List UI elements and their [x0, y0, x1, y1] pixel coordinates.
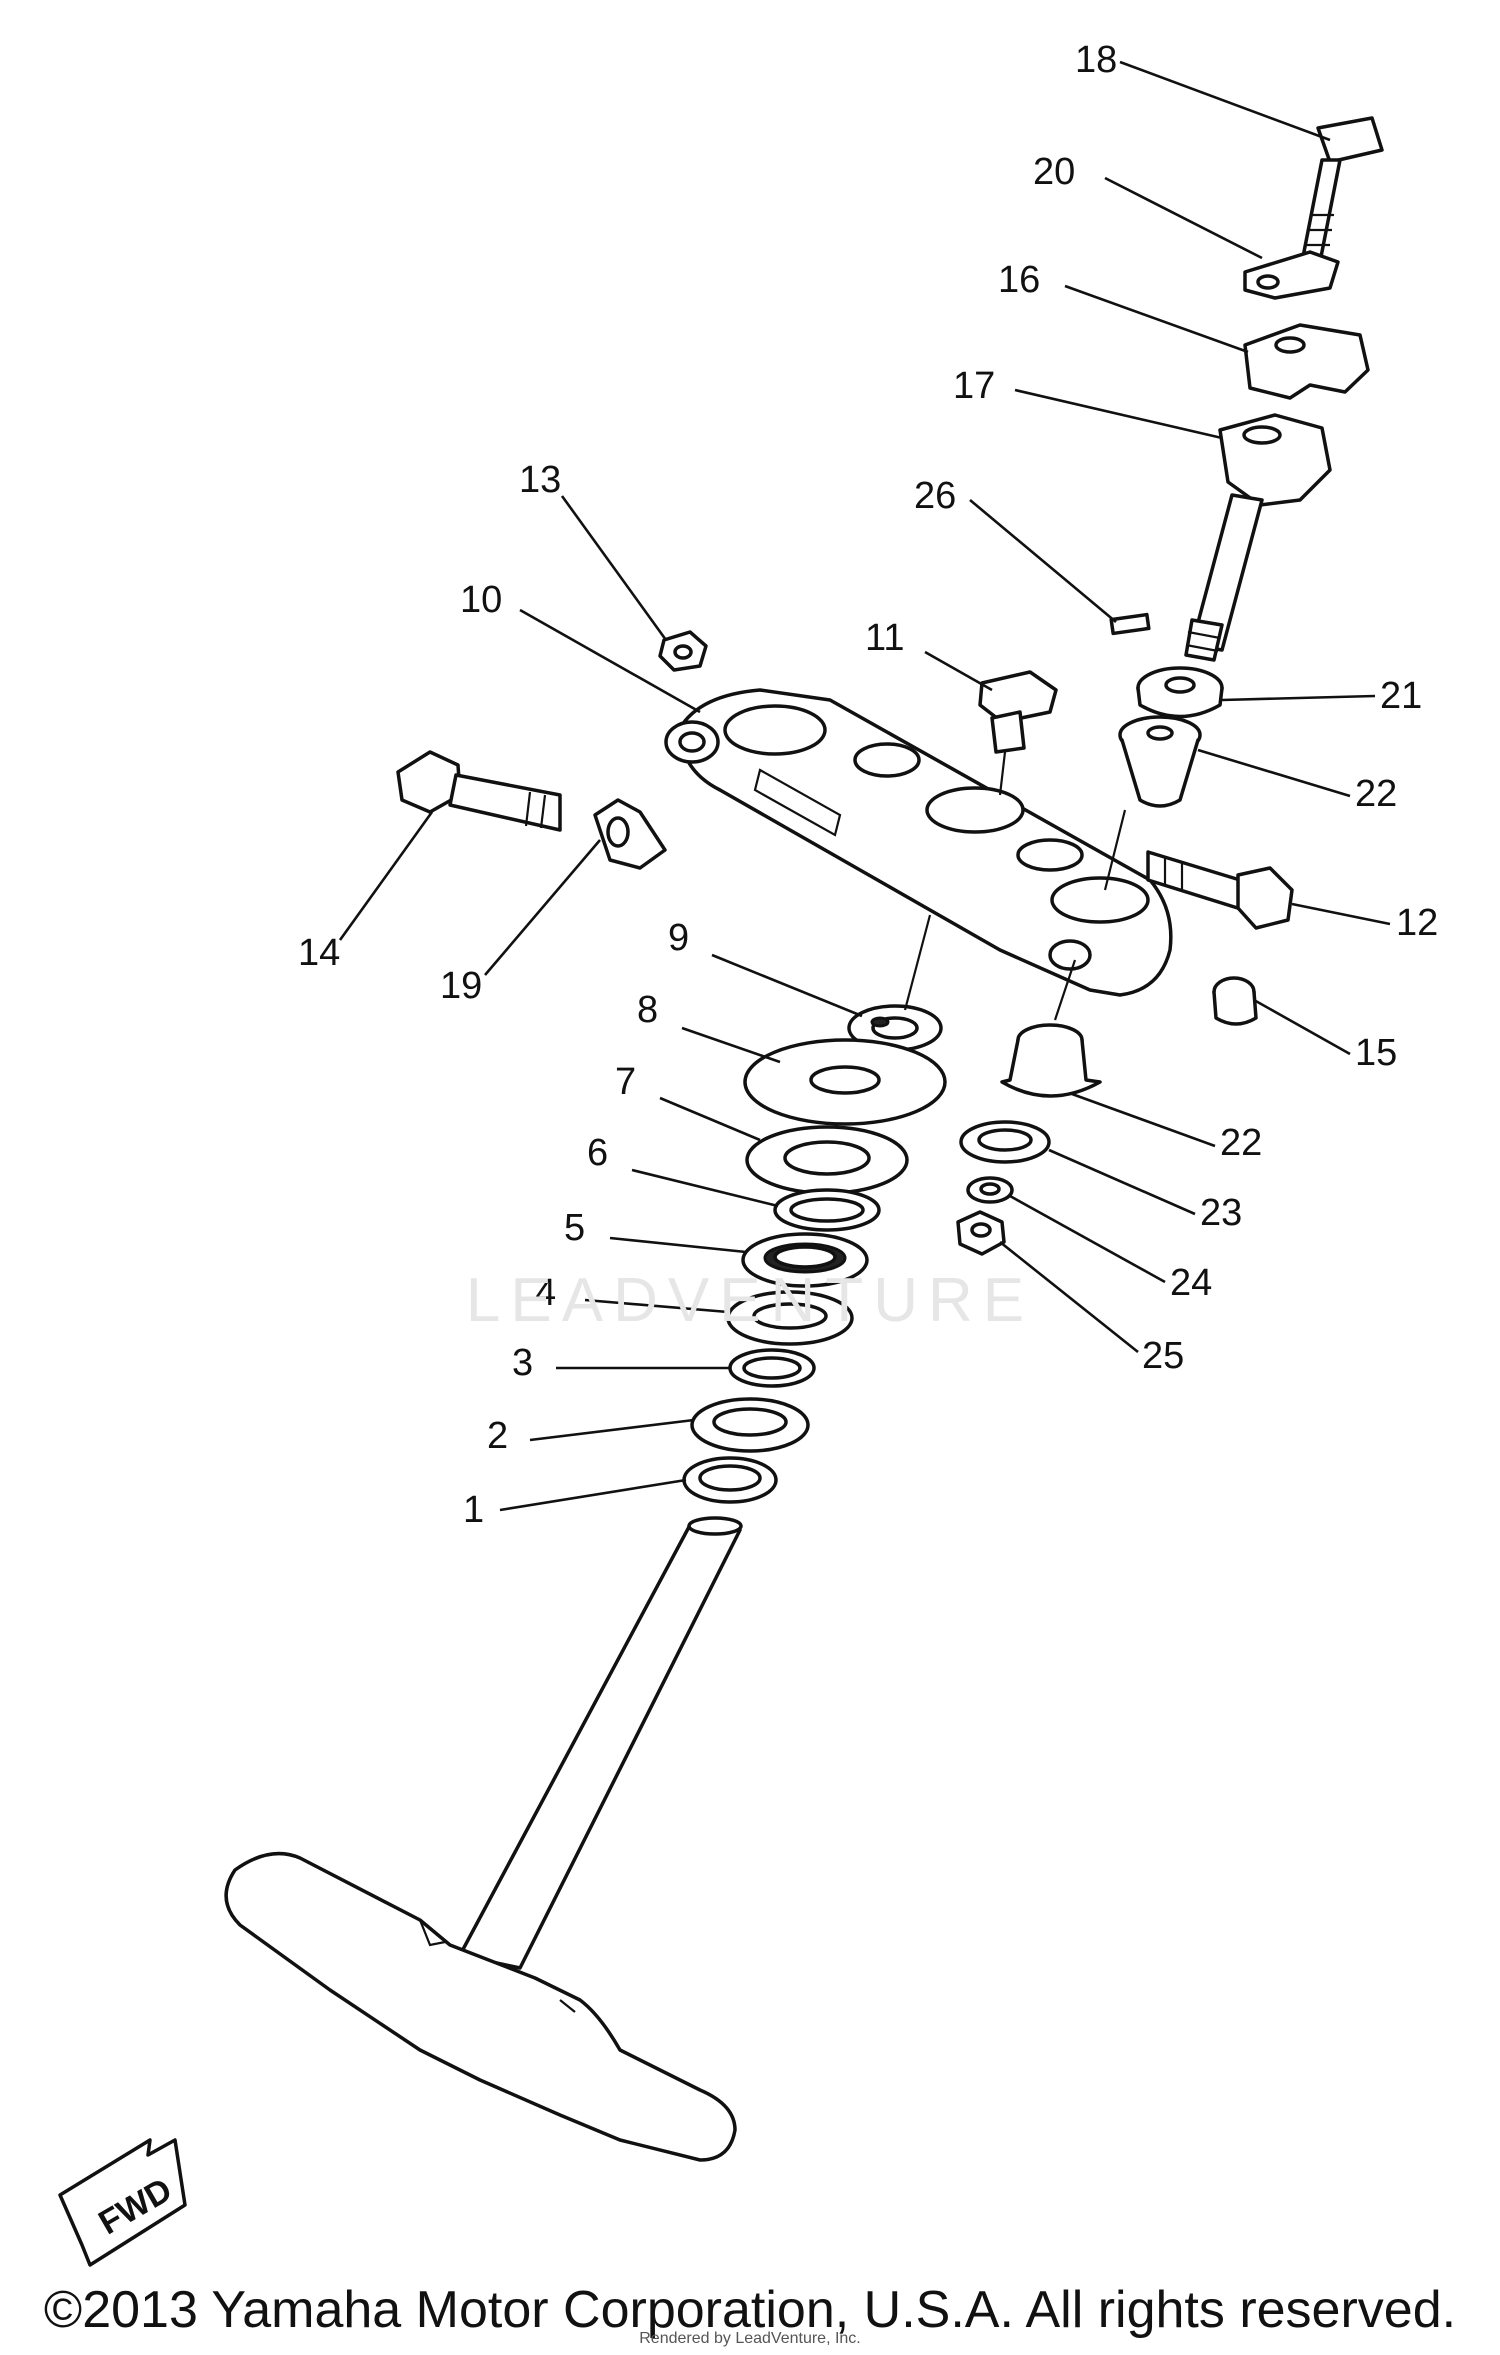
- part-1-seal: [682, 1456, 778, 1504]
- part-13-nut: [658, 630, 708, 672]
- leader-line-11: [924, 650, 993, 692]
- part-9-ring-nut: [847, 1004, 943, 1052]
- part-21-cap: [1136, 666, 1224, 719]
- part-22-damper-lower: [1000, 1023, 1102, 1098]
- part-8-washer: [743, 1038, 947, 1126]
- part-23-washer: [959, 1120, 1051, 1164]
- leader-line-2: [529, 1418, 695, 1442]
- callout-2: 2: [487, 1415, 508, 1457]
- callout-26: 26: [914, 475, 956, 517]
- callout-24: 24: [1170, 1262, 1212, 1304]
- copyright-notice: ©2013 Yamaha Motor Corporation, U.S.A. A…: [43, 2281, 1457, 2339]
- leader-line-12: [1291, 902, 1391, 926]
- part-16-holder-upper: [1243, 323, 1370, 400]
- callout-20: 20: [1033, 151, 1075, 193]
- leader-line-18: [1119, 60, 1331, 142]
- part-18-bolt: [1300, 116, 1384, 264]
- leader-line-5: [609, 1236, 747, 1254]
- callout-17: 17: [953, 365, 995, 407]
- callout-4: 4: [535, 1272, 556, 1314]
- part-19-guide: [593, 798, 667, 870]
- leader-line-7: [659, 1096, 761, 1142]
- part-6-balls: [773, 1188, 881, 1232]
- leader-line-6: [631, 1168, 779, 1208]
- callout-25: 25: [1142, 1335, 1184, 1377]
- part-15-collar: [1212, 976, 1258, 1026]
- leader-line-22b: [1071, 1092, 1216, 1148]
- callout-9: 9: [668, 917, 689, 959]
- callout-16: 16: [998, 259, 1040, 301]
- callout-11: 11: [865, 617, 904, 659]
- leader-line-9: [711, 953, 863, 1018]
- part-22-damper-upper: [1118, 715, 1202, 808]
- part-12-bolt: [1146, 850, 1294, 930]
- part-4-ring: [726, 1290, 854, 1346]
- render-credit: Rendered by LeadVenture, Inc.: [639, 2330, 861, 2347]
- callout-15: 15: [1355, 1032, 1397, 1074]
- callout-10: 10: [460, 579, 502, 621]
- part-24-washer: [966, 1176, 1014, 1204]
- part-5-race: [741, 1232, 869, 1288]
- leader-line-16: [1064, 284, 1249, 354]
- part-2-race: [690, 1397, 810, 1453]
- callout-22a: 22: [1355, 773, 1397, 815]
- leader-line-1: [499, 1478, 687, 1512]
- part-11-bolt: [978, 670, 1058, 754]
- callout-1: 1: [463, 1489, 484, 1531]
- leader-line-23: [1048, 1148, 1196, 1216]
- callout-6: 6: [587, 1132, 608, 1174]
- fwd-direction-badge: FWD: [58, 2138, 187, 2267]
- part-7-race: [745, 1125, 909, 1195]
- leader-line-24: [1009, 1194, 1166, 1284]
- part-3-balls: [728, 1348, 816, 1388]
- watermark: LEADVENTURE: [465, 1266, 1035, 1335]
- leader-line-4: [584, 1298, 729, 1314]
- part-25-nut: [956, 1210, 1006, 1256]
- callout-22b: 22: [1220, 1122, 1262, 1164]
- leader-line-15: [1253, 998, 1351, 1056]
- callout-13: 13: [519, 459, 561, 501]
- callout-21: 21: [1380, 675, 1422, 717]
- part-20-plate: [1243, 250, 1340, 300]
- callout-23: 23: [1200, 1192, 1242, 1234]
- callout-12: 12: [1396, 902, 1438, 944]
- callout-19: 19: [440, 965, 482, 1007]
- callout-5: 5: [564, 1207, 585, 1249]
- callout-leaders: [338, 60, 1391, 1512]
- leader-line-17: [1014, 388, 1223, 440]
- callout-8: 8: [637, 989, 658, 1031]
- leader-line-20: [1104, 176, 1263, 260]
- part-26-clip: [1109, 612, 1151, 636]
- leader-line-21: [1221, 694, 1376, 702]
- callout-14: 14: [298, 932, 340, 974]
- part-10-upper-bracket: [664, 688, 1173, 997]
- part-steering-stem: [224, 1516, 743, 2162]
- leader-line-22a: [1197, 748, 1351, 798]
- leader-line-14: [338, 811, 434, 941]
- assembly-axes: [903, 751, 1127, 1021]
- leader-line-13: [560, 495, 668, 641]
- callout-3: 3: [512, 1342, 533, 1384]
- part-14-bolt: [396, 750, 562, 832]
- leader-line-8: [681, 1026, 781, 1064]
- leader-line-26: [969, 499, 1117, 623]
- part-17-holder-lower: [1184, 413, 1332, 662]
- callout-18: 18: [1075, 39, 1117, 81]
- leader-line-10: [519, 608, 701, 714]
- leader-line-19: [484, 839, 601, 976]
- callout-labels: 1234567891011121314151617181920212222232…: [298, 39, 1438, 1531]
- leader-line-25: [999, 1240, 1139, 1354]
- callout-7: 7: [615, 1061, 636, 1103]
